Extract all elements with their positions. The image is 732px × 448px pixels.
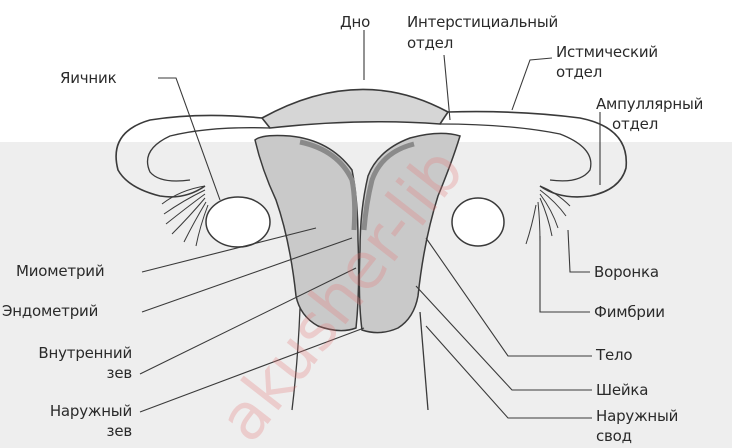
label-isthmic: Истмический [556,44,658,61]
left-ovary [206,197,270,247]
label-endometrium: Эндометрий [2,303,98,320]
label-ampullary: Ампуллярный [596,96,703,113]
label-isthmic-part: отдел [556,64,602,81]
label-ampullary-part: отдел [612,116,658,133]
label-external-os-line2: зев [6,423,132,440]
label-fornix-line2: свод [596,428,632,445]
label-external-os-line1: Наружный [6,403,132,420]
label-myometrium: Миометрий [16,263,104,280]
label-internal-os-line2: зев [6,365,132,382]
label-body: Тело [596,347,632,364]
fundus-dome [262,89,448,128]
label-interstitial-part: отдел [407,35,453,52]
label-cervix: Шейка [596,382,648,399]
label-fundus: Дно [340,14,370,31]
label-fornix-line1: Наружный [596,408,678,425]
label-interstitial: Интерстициальный [407,14,558,31]
leader-isthmic [512,58,552,110]
label-fimbriae: Фимбрии [594,304,665,321]
label-ovary: Яичник [60,70,116,87]
label-internal-os-line1: Внутренний [6,345,132,362]
right-ovary [452,198,504,246]
label-infundibulum: Воронка [594,264,659,281]
